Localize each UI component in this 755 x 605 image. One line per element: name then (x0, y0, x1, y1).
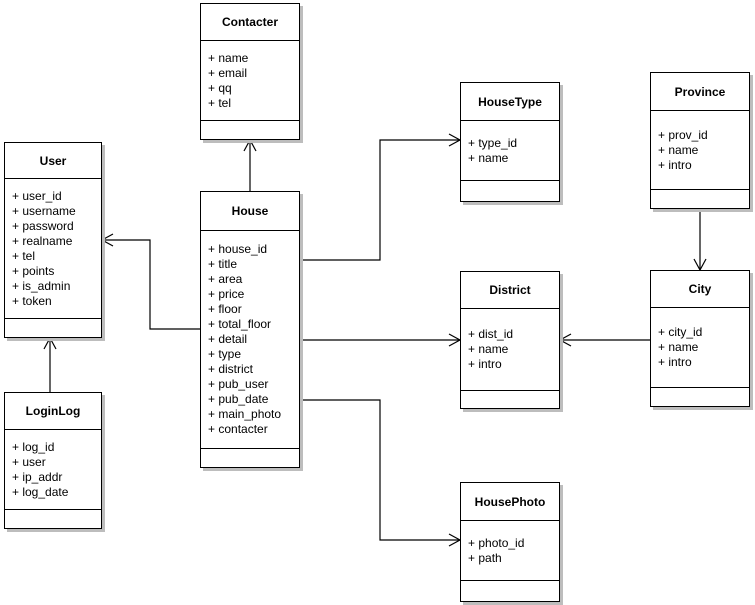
attribute: + name (468, 342, 509, 356)
attribute: + user (12, 454, 46, 469)
attribute: + qq (208, 80, 232, 95)
attribute: + floor (208, 302, 242, 316)
class-box-district[interactable]: District + dist_id + name + intro (460, 271, 560, 409)
attribute: + intro (658, 355, 692, 369)
attribute: + pub_user (208, 377, 269, 391)
arrowhead-icon (558, 333, 572, 347)
attribute: + log_date (12, 484, 69, 499)
connector-loginlog-user[interactable] (43, 336, 57, 392)
connector-province-city[interactable] (693, 209, 707, 272)
class-attributes: + type_id + name (461, 121, 559, 181)
attribute: + price (208, 287, 245, 301)
class-methods-empty (461, 181, 559, 201)
attribute: + name (468, 150, 509, 165)
arrowhead-icon (43, 336, 57, 350)
arrowhead-icon (243, 138, 257, 152)
class-title: HousePhoto (461, 483, 559, 521)
class-methods-empty (201, 449, 299, 467)
attribute: + type_id (468, 135, 518, 150)
attribute: + realname (12, 233, 73, 248)
attribute: + area (208, 272, 243, 286)
attribute: + type (208, 347, 242, 361)
class-methods-empty (201, 121, 299, 139)
attribute: + name (658, 340, 699, 354)
attribute: + name (208, 50, 249, 65)
attribute: + photo_id (468, 535, 525, 550)
attribute: + city_id (658, 325, 703, 339)
attribute: + detail (208, 332, 248, 346)
class-methods-empty (461, 581, 559, 601)
class-title: Province (651, 73, 749, 111)
attribute: + log_id (12, 439, 55, 454)
attribute: + main_photo (208, 407, 282, 421)
class-title: User (5, 143, 101, 179)
connector-house-user[interactable] (100, 233, 200, 330)
class-title: City (651, 271, 749, 308)
class-title: LoginLog (5, 393, 101, 430)
attribute: + contacter (208, 422, 268, 436)
attribute: + house_id (208, 242, 268, 256)
class-attributes: + house_id + title + area + price + floo… (201, 231, 299, 449)
attribute: + total_floor (208, 317, 272, 331)
class-title: Contacter (201, 4, 299, 41)
connector-house-housephoto[interactable] (300, 399, 462, 547)
connector-house-district[interactable] (300, 333, 462, 347)
class-methods-empty (461, 391, 559, 408)
class-title: District (461, 272, 559, 309)
class-attributes: + photo_id + path (461, 521, 559, 581)
attribute: + tel (12, 248, 36, 263)
attribute: + email (208, 65, 248, 80)
class-box-city[interactable]: City + city_id + name + intro (650, 270, 750, 407)
attribute: + ip_addr (12, 469, 63, 484)
attribute: + user_id (12, 188, 62, 203)
class-title: House (201, 192, 299, 231)
class-methods-empty (651, 190, 749, 208)
attribute: + district (208, 362, 254, 376)
attribute: + intro (468, 357, 502, 371)
class-box-house[interactable]: House + house_id + title + area + price … (200, 191, 300, 468)
attribute: + title (208, 257, 238, 271)
arrowhead-icon (100, 233, 114, 247)
attribute: + points (12, 263, 55, 278)
class-attributes: + dist_id + name + intro (461, 309, 559, 391)
class-methods-empty (651, 388, 749, 406)
attribute: + is_admin (12, 278, 71, 293)
class-attributes: + prov_id + name + intro (651, 111, 749, 190)
connector-house-housetype[interactable] (300, 133, 462, 261)
attribute: + intro (658, 157, 692, 172)
attribute: + username (12, 203, 76, 218)
attribute: + path (468, 550, 502, 565)
class-box-contacter[interactable]: Contacter + name + email + qq + tel (200, 3, 300, 140)
class-methods-empty (5, 510, 101, 528)
class-box-province[interactable]: Province + prov_id + name + intro (650, 72, 750, 209)
attribute: + prov_id (658, 127, 708, 142)
attribute: + tel (208, 95, 232, 110)
connector-city-district[interactable] (558, 333, 650, 347)
connector-house-contacter[interactable] (243, 138, 257, 191)
attribute: + password (12, 218, 74, 233)
class-attributes: + log_id + user + ip_addr + log_date (5, 430, 101, 510)
attribute: + dist_id (468, 327, 514, 341)
class-attributes: + user_id + username + password + realna… (5, 179, 101, 319)
class-box-user[interactable]: User + user_id + username + password + r… (4, 142, 102, 338)
class-title: HouseType (461, 83, 559, 121)
attribute: + token (12, 293, 52, 308)
class-box-housetype[interactable]: HouseType + type_id + name (460, 82, 560, 202)
class-box-housephoto[interactable]: HousePhoto + photo_id + path (460, 482, 560, 602)
class-methods-empty (5, 319, 101, 337)
attribute: + pub_date (208, 392, 269, 406)
class-box-loginlog[interactable]: LoginLog + log_id + user + ip_addr + log… (4, 392, 102, 529)
attribute: + name (658, 142, 699, 157)
class-attributes: + city_id + name + intro (651, 308, 749, 388)
class-attributes: + name + email + qq + tel (201, 41, 299, 121)
